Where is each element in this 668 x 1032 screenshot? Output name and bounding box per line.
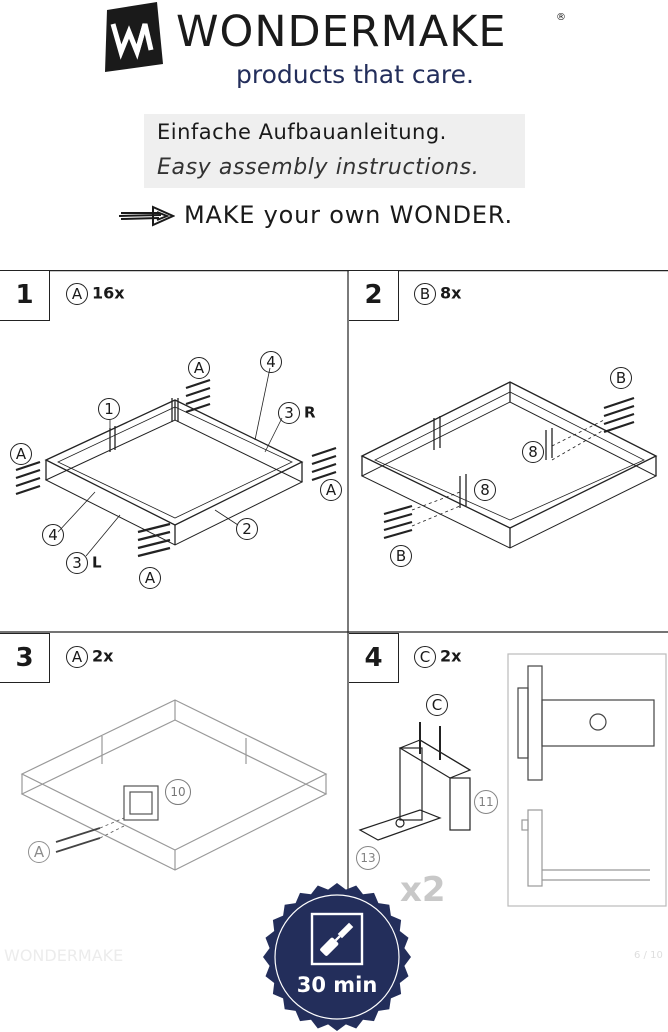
step-2-quantity: 8x: [440, 283, 462, 303]
step-1-part-id: A: [66, 283, 88, 305]
title-box: [144, 114, 525, 188]
callout: C: [426, 694, 452, 716]
page-number: 6 / 10: [634, 950, 663, 961]
callout: A: [28, 841, 54, 863]
duration-label: 30 min: [297, 973, 378, 997]
watermark-logo: WONDERMAKE: [4, 946, 124, 965]
wm-logo-icon: [105, 2, 163, 72]
time-badge: 30 min: [263, 883, 411, 1031]
registered-mark: ®: [556, 12, 566, 23]
callout: A: [188, 357, 214, 379]
callout: B: [390, 545, 416, 567]
step-3-part-id: A: [66, 646, 88, 668]
screwdriver-icon-frame: [310, 912, 364, 966]
step-1-number: 1: [0, 271, 50, 321]
callout: 11: [474, 790, 502, 814]
callout: 4: [42, 524, 68, 546]
callout: A: [10, 443, 36, 465]
title-german: Einfache Aufbauanleitung.: [157, 120, 447, 144]
callout: 10: [165, 779, 195, 805]
step-4-multiplier: x2: [400, 870, 446, 910]
callout: B: [610, 367, 636, 389]
step-4-drawing: [358, 653, 667, 907]
sketch-arrow-icon: [118, 205, 175, 227]
step-1-quantity: 16x: [92, 283, 125, 303]
callout: 4: [260, 351, 286, 373]
step-3-quantity: 2x: [92, 646, 114, 666]
tagline: products that care.: [236, 60, 474, 89]
step-3-number: 3: [0, 633, 50, 683]
step-2-part-id: B: [414, 283, 436, 305]
callout: 13: [356, 846, 384, 870]
callout: A: [139, 567, 165, 589]
brand-name: WONDERMAKE: [176, 7, 507, 57]
step-3-drawing: [20, 699, 328, 871]
slogan: MAKE your own WONDER.: [184, 201, 513, 229]
callout: A: [320, 479, 346, 501]
step-2-number: 2: [349, 271, 399, 321]
title-english: Easy assembly instructions.: [157, 155, 480, 180]
step-4-part-id: C: [414, 646, 436, 668]
callout: 8: [474, 479, 500, 501]
callout: 1: [98, 398, 124, 420]
screwdriver-icon: [320, 922, 354, 956]
callout: 8: [522, 441, 548, 463]
callout: 2: [236, 518, 262, 540]
step-2-drawing: [360, 381, 658, 549]
instruction-grid: [0, 270, 668, 924]
step-1-drawing: [15, 367, 337, 558]
step-4-quantity: 2x: [440, 646, 462, 666]
step-4-number: 4: [349, 633, 399, 683]
